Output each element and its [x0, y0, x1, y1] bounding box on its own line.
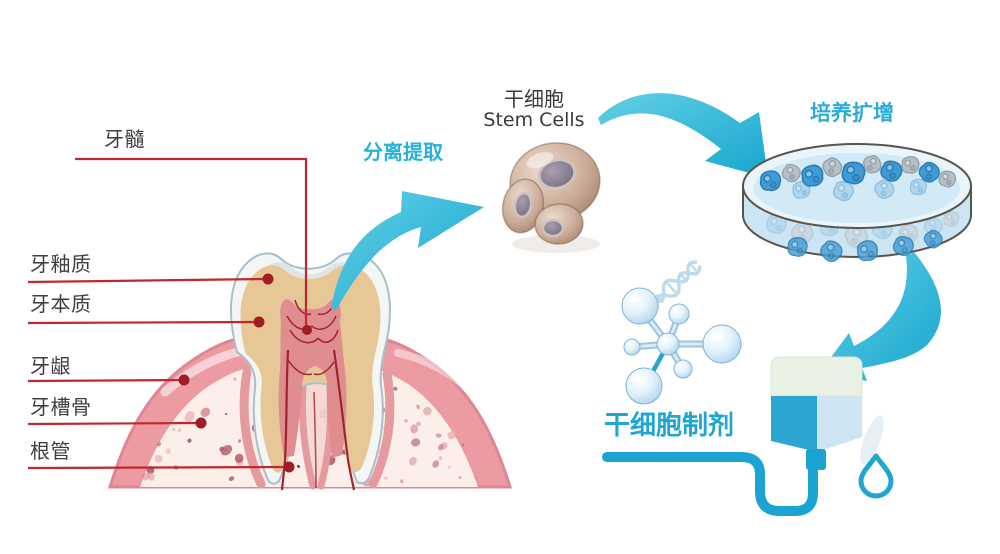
- label-extraction-step: 分离提取: [363, 140, 443, 164]
- label-product: 干细胞制剂: [604, 411, 735, 441]
- bag-port-connector: [806, 449, 826, 470]
- label-stem-cells-zh: 干细胞: [504, 87, 564, 111]
- label-culture-step: 培养扩增: [810, 101, 894, 125]
- preparation-arrow: [820, 252, 941, 381]
- bag-liquid-right: [817, 396, 862, 452]
- culture-arrow: [598, 93, 768, 178]
- dna-helix-icon: [649, 260, 702, 309]
- label-root-canal: 根管: [30, 439, 71, 463]
- label-stem-cells-en: Stem Cells: [483, 109, 585, 131]
- iv-bag-illustration: [602, 356, 894, 516]
- label-dental-pulp: 牙髓: [104, 127, 145, 151]
- leader-alveolar-bone: [27, 421, 201, 426]
- cells-shadow: [512, 235, 600, 253]
- petri-dish-illustration: [742, 143, 972, 266]
- stem-cells-illustration: [501, 142, 601, 253]
- tooth-cross-section-illustration: [107, 252, 513, 491]
- stem-cell-left: [501, 178, 545, 234]
- bag-liquid-left: [771, 396, 817, 452]
- leader-lines: [27, 157, 308, 470]
- leader-root-canal: [27, 465, 289, 470]
- leader-dentin: [27, 320, 259, 325]
- label-enamel: 牙釉质: [30, 252, 92, 276]
- iv-tube: [602, 452, 818, 516]
- leader-enamel: [27, 277, 267, 284]
- bag-shadow: [860, 415, 884, 465]
- extraction-arrow: [331, 191, 484, 310]
- droplet-icon: [858, 453, 894, 499]
- leader-dental-pulp: [75, 157, 308, 326]
- pulp-layer: [278, 299, 356, 491]
- leader-dots: [178, 273, 312, 473]
- bag-top-section: [770, 356, 863, 397]
- label-dentin: 牙本质: [30, 292, 92, 316]
- pulp-vessels: [280, 299, 356, 491]
- root-socket-lining: [239, 367, 395, 490]
- molecule-icon: [621, 287, 742, 405]
- label-gum: 牙龈: [30, 354, 71, 378]
- stem-cell-bottom: [534, 203, 584, 245]
- label-stem-cells: 干细胞 Stem Cells: [434, 88, 634, 131]
- leader-gum: [27, 378, 184, 383]
- label-alveolar-bone: 牙槽骨: [30, 395, 92, 419]
